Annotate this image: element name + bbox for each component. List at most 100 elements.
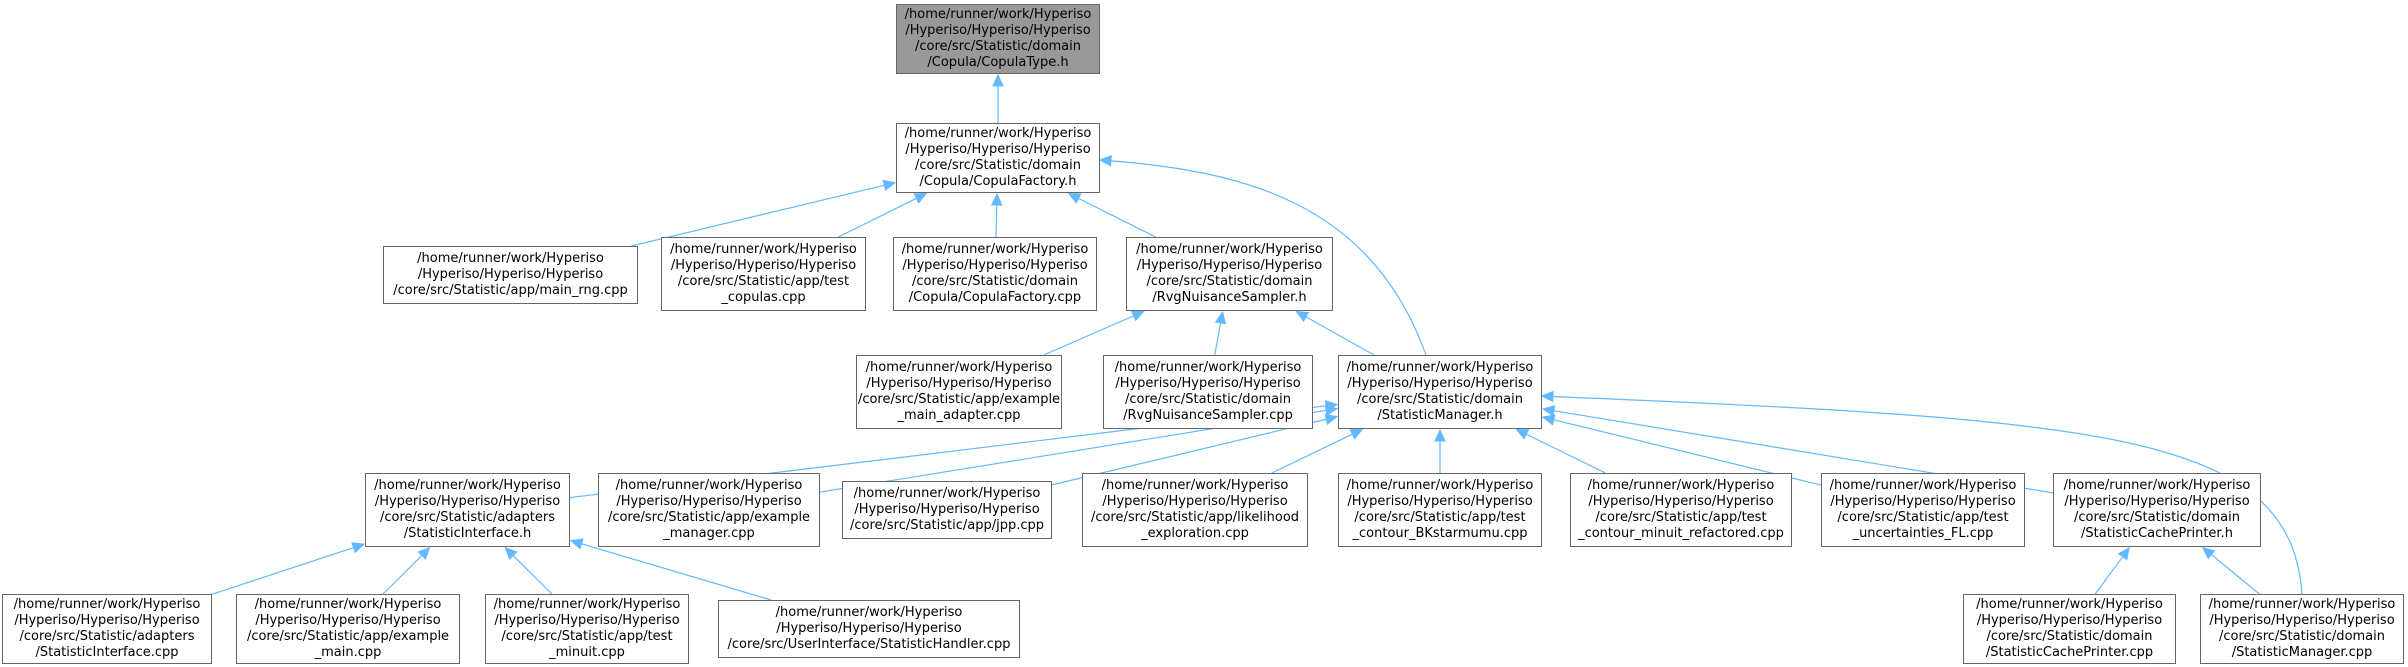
node-label-line: /Hyperiso/Hyperiso/Hyperiso [255,613,441,628]
node-label-line: /StatisticCachePrinter.cpp [1985,645,2154,660]
node-test-contour-minuit-refactored-cpp[interactable]: /home/runner/work/Hyperiso/Hyperiso/Hype… [1570,473,1792,547]
edge-statisticinterface_cpp-to-statisticinterface_h [211,546,356,595]
node-label-line: /core/src/UserInterface/StatisticHandler… [727,637,1011,652]
edge-arrowhead [351,542,366,554]
edge-main_rng_cpp-to-copulafactory_h [631,184,887,247]
edge-test_minuit_cpp-to-statisticinterface_h [511,553,553,595]
edge-test_contour_minuit_refactored_cpp-to-statisticmanager_h [1524,432,1606,474]
node-example-main-adapter-cpp[interactable]: /home/runner/work/Hyperiso/Hyperiso/Hype… [856,355,1062,429]
edge-arrowhead [1295,310,1310,323]
node-label-line: /Hyperiso/Hyperiso/Hyperiso [2209,613,2395,628]
node-label-line: /home/runner/work/Hyperiso [13,597,201,612]
node-label-line: /Hyperiso/Hyperiso/Hyperiso [776,621,962,636]
node-label-line: /home/runner/work/Hyperiso [1114,360,1302,375]
edge-arrowhead [1324,413,1339,425]
node-example-main-cpp[interactable]: /home/runner/work/Hyperiso/Hyperiso/Hype… [236,594,460,664]
node-label-line: /core/src/Statistic/adapters [380,510,555,525]
node-label-line: /Hyperiso/Hyperiso/Hyperiso [1830,494,2016,509]
node-label-line: /Hyperiso/Hyperiso/Hyperiso [1347,494,1533,509]
node-label-line: /Hyperiso/Hyperiso/Hyperiso [905,23,1091,38]
node-label-line: _main.cpp [314,645,382,660]
node-rvgnuisancesampler-h[interactable]: /home/runner/work/Hyperiso/Hyperiso/Hype… [1126,237,1333,311]
edge-example_main_adapter_cpp-to-rvgnuisancesampler_h [1043,314,1136,356]
node-label-line: /home/runner/work/Hyperiso [2063,478,2251,493]
edge-arrowhead [992,73,1004,87]
node-label-line: /core/src/Statistic/app/test [1837,510,2009,525]
node-copulafactory-cpp[interactable]: /home/runner/work/Hyperiso/Hyperiso/Hype… [893,237,1097,311]
node-copulafactory-h[interactable]: /home/runner/work/Hyperiso/Hyperiso/Hype… [896,123,1100,193]
node-label-line: /Copula/CopulaFactory.h [919,174,1077,189]
node-label-line: /core/src/Statistic/domain [1357,392,1523,407]
node-label-line: /Hyperiso/Hyperiso/Hyperiso [1588,494,1774,509]
node-statisticmanager-h[interactable]: /home/runner/work/Hyperiso/Hyperiso/Hype… [1338,355,1542,429]
node-label-line: /Copula/CopulaFactory.cpp [908,290,1082,305]
node-label-line: /Hyperiso/Hyperiso/Hyperiso [494,613,680,628]
edge-rvgnuisancesampler_cpp-to-rvgnuisancesampler_h [1214,320,1222,356]
edge-arrowhead [1541,414,1556,426]
node-test-copulas-cpp[interactable]: /home/runner/work/Hyperiso/Hyperiso/Hype… [661,237,866,311]
node-statisticinterface-h[interactable]: /home/runner/work/Hyperiso/Hyperiso/Hype… [365,473,570,547]
node-label-line: /Hyperiso/Hyperiso/Hyperiso [1347,376,1533,391]
node-label-line: /Hyperiso/Hyperiso/Hyperiso [905,142,1091,157]
edge-arrowhead [1098,155,1112,167]
node-label-line: /home/runner/work/Hyperiso [254,597,442,612]
node-label-line: /core/src/Statistic/app/example [857,392,1061,407]
node-label-line: /home/runner/work/Hyperiso [775,605,963,620]
node-main-rng-cpp[interactable]: /home/runner/work/Hyperiso/Hyperiso/Hype… [383,246,638,304]
node-copulatype-h: /home/runner/work/Hyperiso/Hyperiso/Hype… [896,4,1100,74]
node-label-line: _minuit.cpp [549,645,625,660]
edge-arrowhead [1130,310,1145,322]
node-likelihood-exploration-cpp[interactable]: /home/runner/work/Hyperiso/Hyperiso/Hype… [1082,473,1308,547]
node-label-line: /core/src/Statistic/domain [1986,629,2153,644]
node-label-line: /home/runner/work/Hyperiso [1136,242,1323,257]
node-label-line: _uncertainties_FL.cpp [1852,526,1994,541]
edge-arrowhead [504,546,518,560]
node-label-line: /Hyperiso/Hyperiso/Hyperiso [670,258,857,273]
node-label-line: /core/src/Statistic/domain [915,158,1081,173]
edge-arrowhead [569,538,584,550]
node-label-line: /core/src/Statistic/domain [2219,629,2385,644]
node-test-contour-bkstarmumu-cpp[interactable]: /home/runner/work/Hyperiso/Hyperiso/Hype… [1338,473,1542,547]
edge-arrowhead [990,192,1003,206]
edge-arrowhead [882,179,897,192]
node-statistichandler-cpp[interactable]: /home/runner/work/Hyperiso/Hyperiso/Hype… [718,600,1020,658]
node-label-line: /home/runner/work/Hyperiso [865,360,1053,375]
node-label-line: /home/runner/work/Hyperiso [615,478,803,493]
node-label-line: /home/runner/work/Hyperiso [1976,597,2163,612]
edge-statisticcacheprinter_cpp-to-statisticcacheprinter_h [2094,554,2125,595]
node-label-line: /Hyperiso/Hyperiso/Hyperiso [902,258,1088,273]
node-test-minuit-cpp[interactable]: /home/runner/work/Hyperiso/Hyperiso/Hype… [485,594,689,664]
node-label-line: /Hyperiso/Hyperiso/Hyperiso [374,494,561,509]
node-example-manager-cpp[interactable]: /home/runner/work/Hyperiso/Hyperiso/Hype… [598,473,820,547]
node-label-line: /Copula/CopulaType.h [927,55,1069,70]
edge-arrowhead [2117,546,2130,561]
node-label-line: /core/src/Statistic/domain [2074,510,2240,525]
node-label-line: /home/runner/work/Hyperiso [901,242,1089,257]
edge-statistichandler_cpp-to-statisticinterface_h [579,542,772,601]
edge-statisticmanager_h-to-rvgnuisancesampler_h [1303,315,1375,356]
edge-arrowhead [1067,192,1082,204]
edge-arrowhead [1324,404,1339,417]
node-statisticcacheprinter-h[interactable]: /home/runner/work/Hyperiso/Hyperiso/Hype… [2053,473,2261,547]
node-label-line: /core/src/Statistic/domain [915,39,1081,54]
node-label-line: _contour_BKstarmumu.cpp [1352,526,1528,541]
node-statisticmanager-cpp[interactable]: /home/runner/work/Hyperiso/Hyperiso/Hype… [2200,594,2404,664]
edge-arrowhead [1540,390,1554,403]
edge-statisticmanager_cpp-to-statisticcacheprinter_h [2209,552,2260,595]
node-statisticcacheprinter-cpp[interactable]: /home/runner/work/Hyperiso/Hyperiso/Hype… [1963,594,2176,664]
node-statisticinterface-cpp[interactable]: /home/runner/work/Hyperiso/Hyperiso/Hype… [2,594,212,664]
node-jpp-cpp[interactable]: /home/runner/work/Hyperiso/Hyperiso/Hype… [842,481,1052,539]
edge-statisticmanager_cpp-to-statisticmanager_h [1541,395,2303,595]
node-label-line: _main_adapter.cpp [897,408,1021,423]
node-label-line: /Hyperiso/Hyperiso/Hyperiso [1136,258,1323,273]
node-label-line: _manager.cpp [663,526,755,541]
node-label-line: /Hyperiso/Hyperiso/Hyperiso [417,267,604,282]
node-label-line: /core/src/Statistic/app/example [607,510,811,525]
node-label-line: /home/runner/work/Hyperiso [374,478,561,493]
node-test-uncertainties-fl-cpp[interactable]: /home/runner/work/Hyperiso/Hyperiso/Hype… [1821,473,2025,547]
node-label-line: /home/runner/work/Hyperiso [670,242,857,257]
edge-arrowhead [417,546,431,560]
node-rvgnuisancesampler-cpp[interactable]: /home/runner/work/Hyperiso/Hyperiso/Hype… [1103,355,1313,429]
node-label-line: /core/src/Statistic/app/likelihood [1090,510,1300,525]
node-label-line: _contour_minuit_refactored.cpp [1578,526,1784,541]
